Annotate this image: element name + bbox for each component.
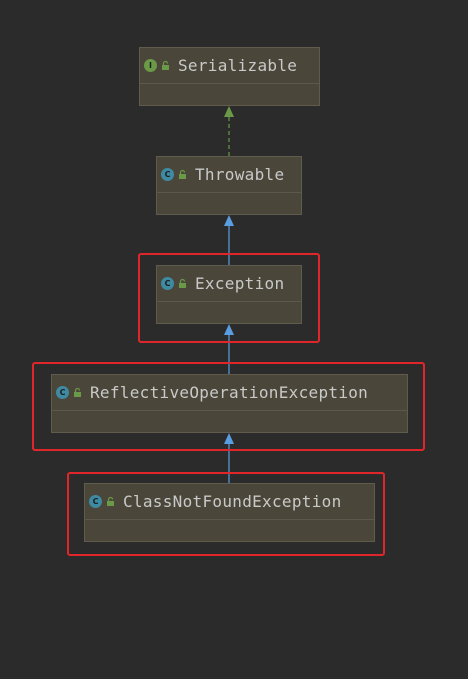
highlight-box-reflective-operation-exception	[32, 362, 425, 451]
lock-icon	[162, 60, 169, 70]
node-label: ReflectiveOperationException	[90, 383, 369, 402]
node-reflective-operation-exception[interactable]: C ReflectiveOperationException	[51, 374, 408, 433]
interface-icon: I	[144, 59, 157, 72]
lock-icon	[179, 169, 186, 179]
class-icon: C	[161, 168, 174, 181]
node-header: I Serializable	[140, 48, 319, 84]
class-icon: C	[56, 386, 69, 399]
edge-arrowhead-serializable	[224, 106, 234, 117]
edge-arrowhead-throwable	[224, 215, 234, 226]
node-label: ClassNotFoundException	[123, 492, 342, 511]
node-header: C Exception	[157, 266, 301, 302]
node-label: Throwable	[195, 165, 285, 184]
node-label: Exception	[195, 274, 285, 293]
edge-arrowhead-exception	[224, 324, 234, 335]
node-header: C ClassNotFoundException	[85, 484, 374, 520]
class-icon: C	[161, 277, 174, 290]
node-serializable[interactable]: I Serializable	[139, 47, 320, 106]
highlight-box-exception	[138, 253, 320, 343]
highlight-box-class-not-found-exception	[67, 472, 385, 556]
node-header: C ReflectiveOperationException	[52, 375, 407, 411]
node-exception[interactable]: C Exception	[156, 265, 302, 324]
node-class-not-found-exception[interactable]: C ClassNotFoundException	[84, 483, 375, 542]
node-throwable[interactable]: C Throwable	[156, 156, 302, 215]
lock-icon	[179, 278, 186, 288]
lock-icon	[107, 496, 114, 506]
lock-icon	[74, 387, 81, 397]
node-label: Serializable	[178, 56, 298, 75]
node-header: C Throwable	[157, 157, 301, 193]
class-icon: C	[89, 495, 102, 508]
edge-arrowhead-reflective	[224, 433, 234, 444]
